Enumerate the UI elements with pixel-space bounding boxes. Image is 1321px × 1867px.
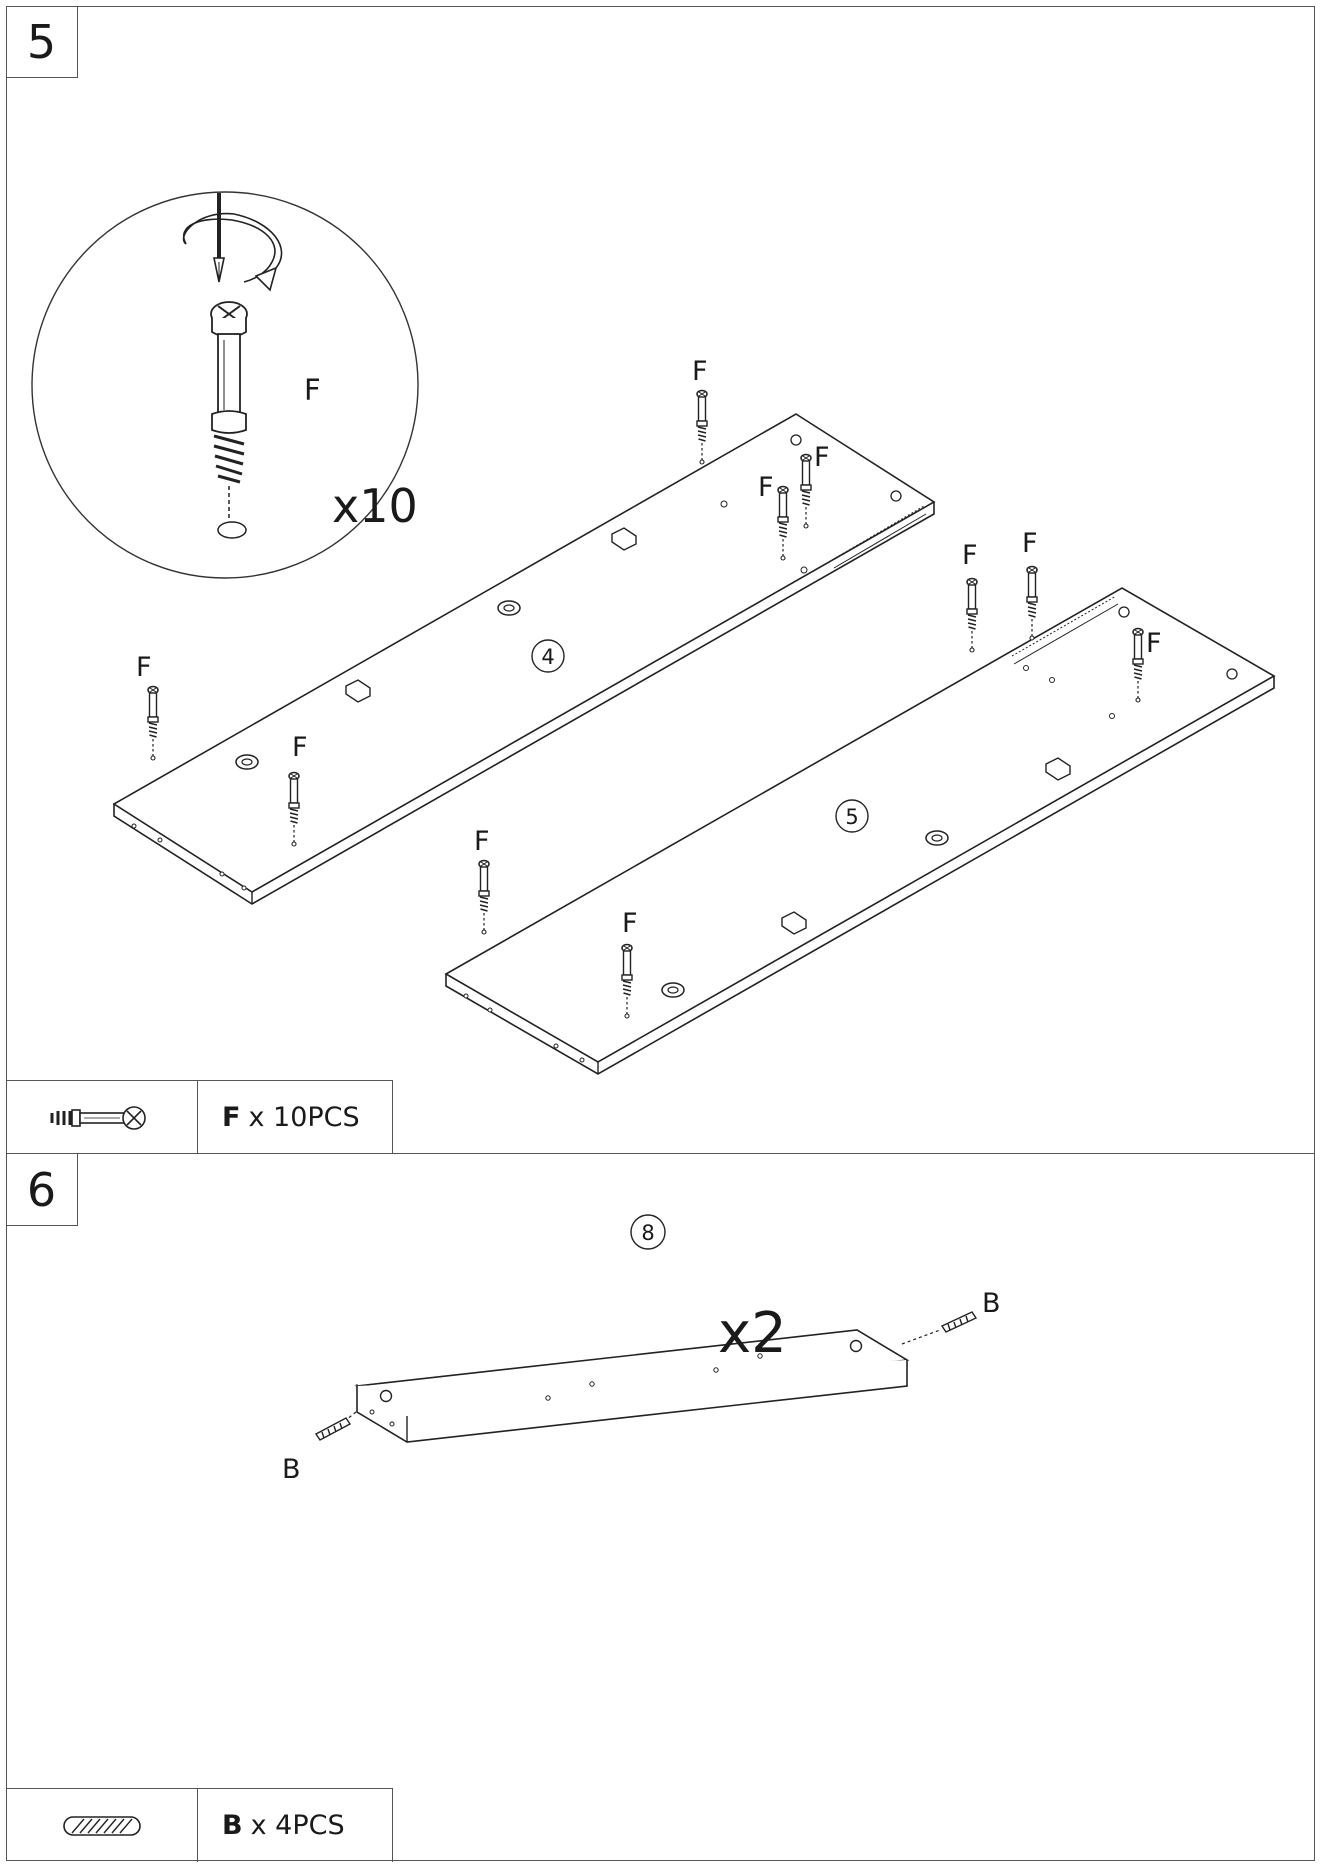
step-6-parts-icon-cell (6, 1789, 198, 1862)
step-6-number-text: 6 (26, 1162, 57, 1217)
step6-count: x2 (718, 1301, 787, 1366)
bolt-label-f: F (622, 908, 638, 939)
bolt-label-f: F (292, 732, 308, 763)
dowel-bottom-left: B (282, 1411, 357, 1485)
callout-magnifier: F x10 (31, 191, 419, 579)
part-letter-f: F (222, 1102, 241, 1133)
step-5-number-text: 5 (26, 14, 57, 69)
step-6-parts-box: B x 4PCS (6, 1788, 393, 1862)
page-frame (6, 6, 1315, 1861)
panel-4-label: 4 (541, 645, 554, 669)
cam-bolt-icon (50, 1105, 146, 1130)
part-qty-b: x 4PCS (250, 1810, 345, 1841)
beam-8-label: 8 (641, 1221, 654, 1245)
beam-8-label-group: 8 (641, 1221, 654, 1245)
cam-bolts-step5: F F F F F F F F F F (136, 356, 1162, 1019)
step-5-parts-box: F x 10PCS (6, 1080, 393, 1154)
step-divider (6, 1153, 1315, 1154)
step-6-parts-label: B x 4PCS (198, 1789, 392, 1862)
bolt-label-f: F (474, 826, 490, 857)
bolt-label-f: F (962, 540, 978, 571)
bolt-label-f: F (1146, 628, 1162, 659)
callout-label-f: F (304, 373, 321, 407)
bolt-label-f: F (814, 442, 830, 473)
panel-5: 5 (444, 587, 1276, 1075)
bolt-label-f: F (692, 356, 708, 387)
bolt-label-f: F (758, 472, 774, 503)
panel-4: 4 (112, 413, 936, 905)
bolt-label-f: F (136, 652, 152, 683)
part-letter-b: B (222, 1810, 243, 1841)
callout-count: x10 (332, 479, 418, 533)
step-5-parts-icon-cell (6, 1081, 198, 1154)
beam-part-8 (354, 1214, 910, 1443)
part-qty-f: x 10PCS (248, 1102, 360, 1133)
step-5-number: 5 (6, 6, 78, 78)
step-6-number: 6 (6, 1154, 78, 1226)
cam-bolt-large-icon (210, 301, 248, 539)
screwdriver-icon (213, 193, 225, 283)
dowel-label-b: B (982, 1288, 1001, 1319)
dowel-top-right: B (901, 1288, 1001, 1345)
panel-5-label: 5 (845, 805, 858, 829)
step-5-parts-label: F x 10PCS (198, 1081, 392, 1154)
dowel-label-b: B (282, 1454, 301, 1485)
wooden-dowel-icon (62, 1815, 141, 1836)
rotate-clockwise-icon (182, 212, 283, 292)
bolt-label-f: F (1022, 528, 1038, 559)
